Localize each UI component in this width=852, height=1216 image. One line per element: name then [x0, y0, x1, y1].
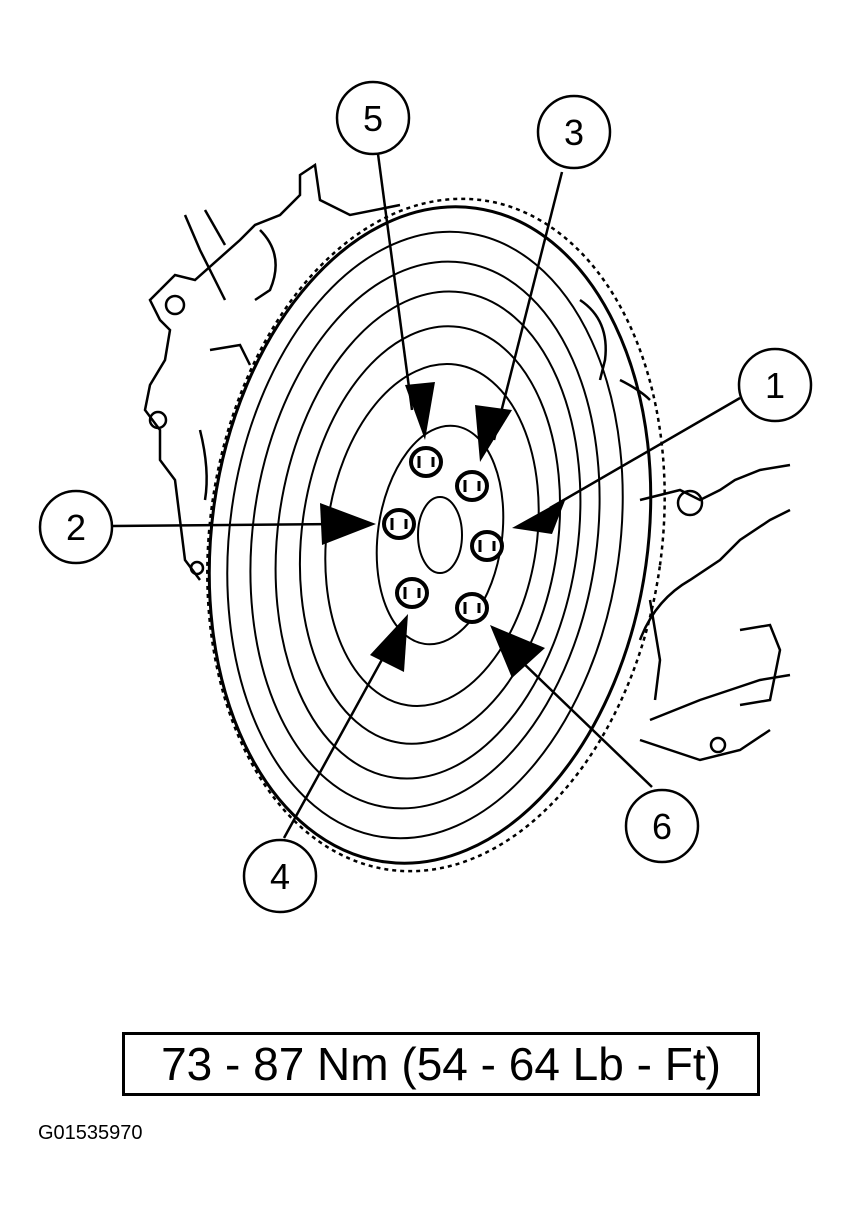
arrowhead-1 [512, 498, 566, 534]
callout-3: 3 [536, 94, 612, 170]
arrowhead-3 [475, 405, 512, 462]
callout-label: 5 [363, 98, 383, 139]
torque-spec-text: 73 - 87 Nm (54 - 64 Lb - Ft) [161, 1038, 721, 1090]
callout-label: 4 [270, 856, 290, 897]
bolt-3 [455, 470, 489, 502]
callout-4: 4 [242, 838, 318, 914]
bolt-2 [382, 508, 416, 540]
bolt-1 [470, 530, 504, 562]
leader-lines [111, 153, 741, 839]
callout-label: 2 [66, 507, 86, 548]
callout-label: 6 [652, 806, 672, 847]
torque-spec-box: 73 - 87 Nm (54 - 64 Lb - Ft) [122, 1032, 760, 1096]
figure-id: G01535970 [38, 1122, 143, 1144]
arrowhead-2 [320, 503, 376, 545]
arrowhead-6 [490, 625, 545, 678]
callout-label: 3 [564, 112, 584, 153]
callout-2: 2 [38, 489, 114, 565]
callout-label: 1 [765, 365, 785, 406]
mount-bracket-outline [638, 463, 791, 762]
arrowhead-4 [370, 614, 408, 672]
flywheel [206, 197, 666, 873]
bolt-6 [455, 592, 489, 624]
callout-1: 1 [737, 347, 813, 423]
arrowheads [320, 382, 566, 678]
bolt-5 [409, 446, 443, 478]
arrowhead-5 [405, 382, 435, 440]
callout-5: 5 [335, 80, 411, 156]
bolt-4 [395, 577, 429, 609]
callout-6: 6 [624, 788, 700, 864]
